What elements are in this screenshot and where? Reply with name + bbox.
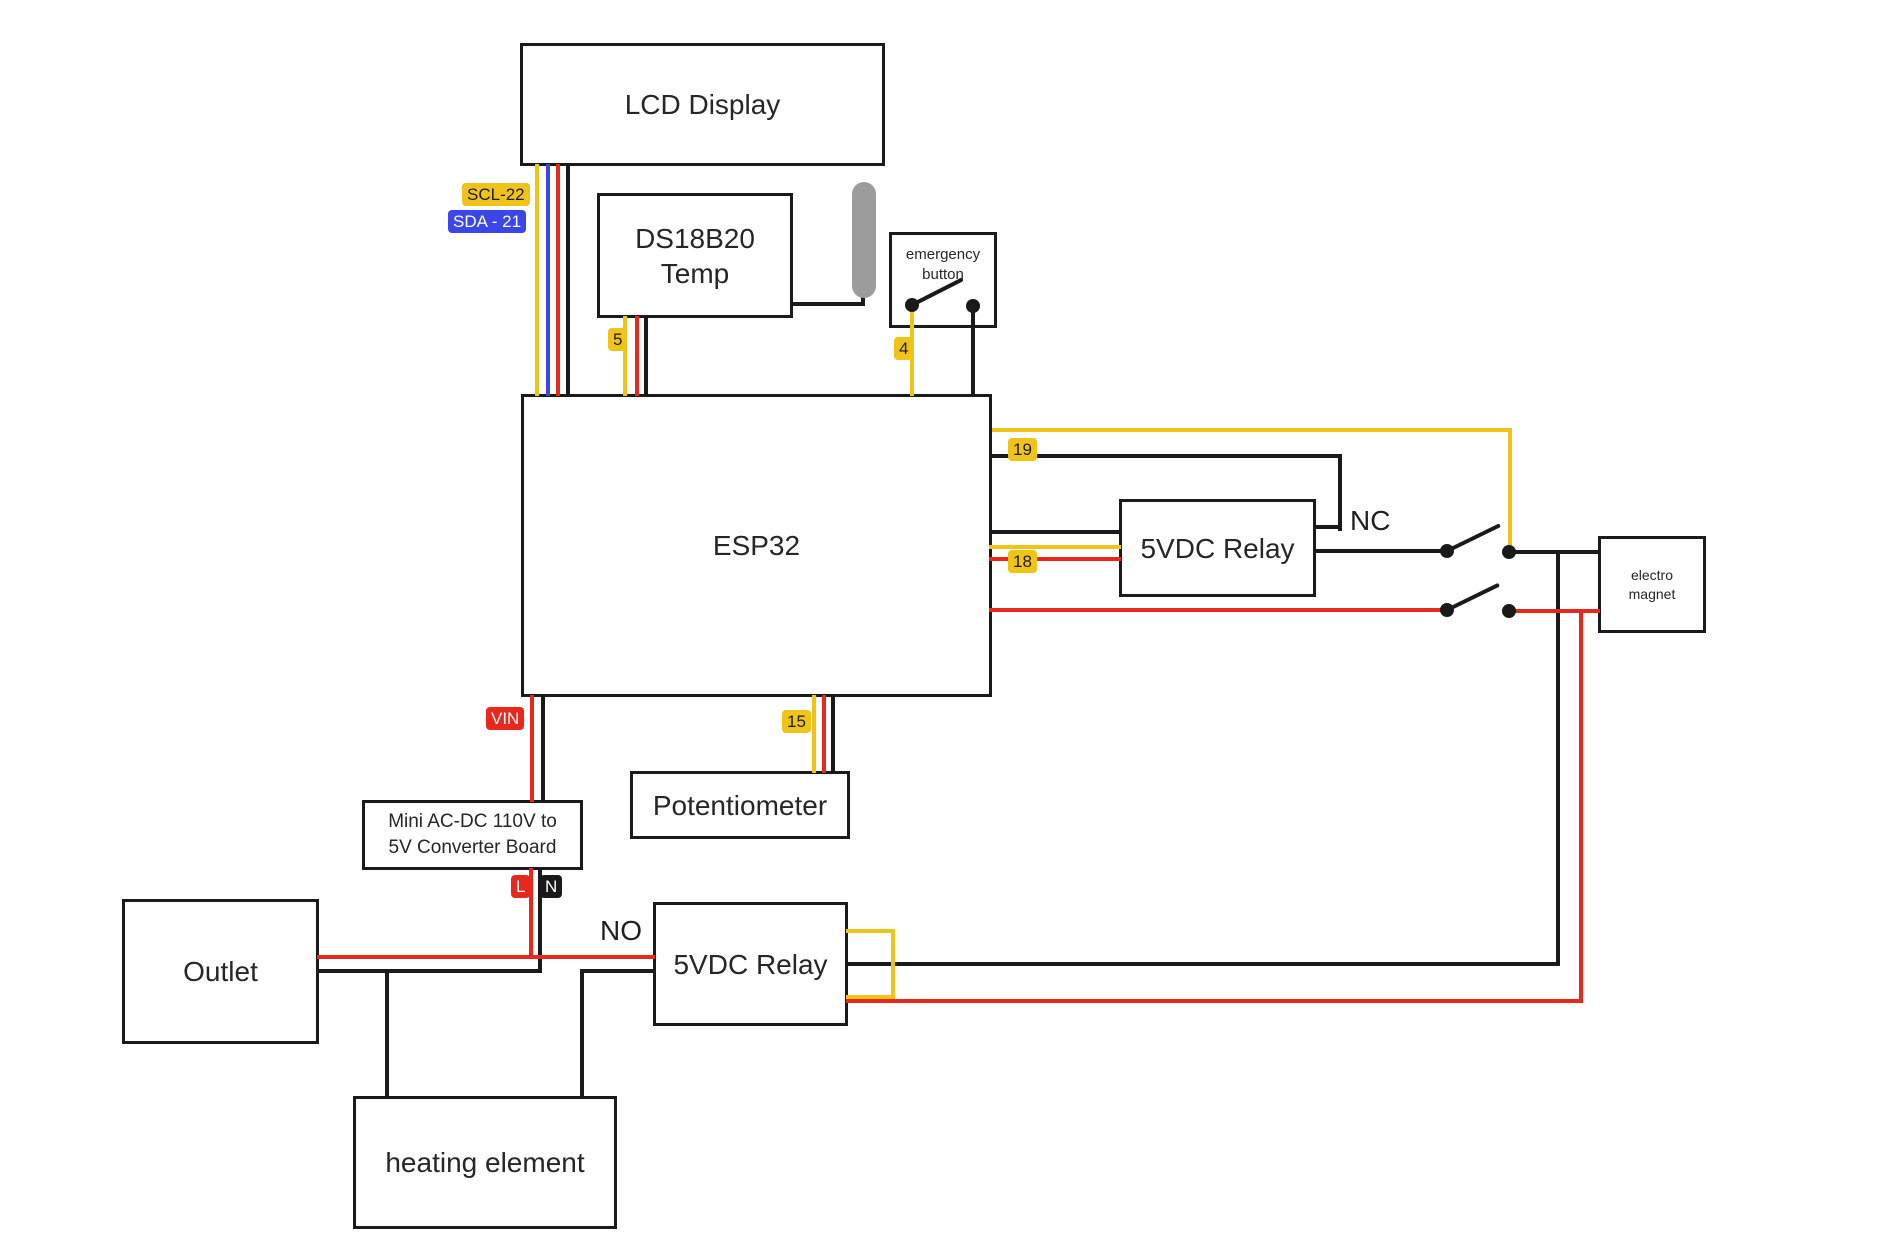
- outlet-box: Outlet: [122, 899, 319, 1044]
- wire-neutral-black-v: [538, 868, 542, 973]
- wire-relay1-vcc-red: [989, 557, 1121, 561]
- wire-lcd-vcc-red: [556, 164, 560, 396]
- wire-pot-vcc-red: [822, 695, 826, 773]
- ds18b20-temp-box: DS18B20 Temp: [597, 193, 793, 318]
- wire-esp-to-nc-switch-yellow-h: [992, 428, 1510, 432]
- lcd-display-label: LCD Display: [624, 89, 781, 120]
- nc-switch-blade: [1446, 523, 1501, 553]
- wire-magnet-return-red-v: [1579, 609, 1583, 1003]
- electromagnet-box: electro magnet: [1598, 536, 1706, 633]
- wire-lcd-sda-blue: [546, 164, 550, 396]
- wire-esp-to-nc-switch-yellow-v: [1508, 428, 1512, 554]
- pin-tag-15: 15: [782, 710, 811, 733]
- relay-bottom-box: 5VDC Relay: [653, 902, 848, 1026]
- emergency-label-line2: button: [922, 265, 964, 283]
- wire-relay2-jumper-yellow-v: [891, 929, 895, 999]
- wire-relay2-in-black-h: [580, 969, 655, 973]
- pin-tag-19: 19: [1008, 438, 1037, 461]
- emergency-switch-blade: [911, 277, 964, 307]
- wire-vin-gnd-black: [541, 695, 545, 802]
- lcd-display-box: LCD Display: [520, 43, 885, 166]
- heating-element-box: heating element: [353, 1096, 617, 1229]
- emergency-button-box: emergency button: [889, 232, 997, 328]
- heating-element-label: heating element: [385, 1147, 585, 1178]
- pin-tag-l: L: [511, 875, 531, 898]
- converter-label-line1: Mini AC-DC 110V to: [388, 811, 557, 833]
- pin-tag-scl-22: SCL-22: [462, 183, 530, 206]
- wire-switch-to-magnet-red: [1509, 609, 1600, 613]
- temp-probe-icon: [852, 182, 876, 298]
- wire-vin-red: [530, 695, 534, 802]
- wire-pot-gnd-black: [831, 695, 835, 773]
- wire-lcd-gnd-black: [566, 164, 570, 396]
- converter-box: Mini AC-DC 110V to 5V Converter Board: [362, 800, 583, 870]
- wire-pot-signal-yellow: [812, 695, 816, 773]
- wire-neutral-black-h: [317, 969, 542, 973]
- wire-lcd-scl-yellow: [535, 164, 539, 396]
- pin-tag-sda-21: SDA - 21: [448, 210, 527, 233]
- wire-esp-to-lower-switch-red: [989, 608, 1451, 612]
- wire-magnet-return-black-v: [1556, 550, 1560, 966]
- wire-relay1-nc-black: [1314, 549, 1449, 553]
- potentiometer-label: Potentiometer: [652, 789, 828, 821]
- wire-heater-right-black: [580, 969, 584, 1099]
- wire-line-red-h: [317, 955, 655, 959]
- electromagnet-label-line1: electro: [1630, 567, 1674, 584]
- emergency-label-line1: emergency: [905, 246, 981, 263]
- emergency-switch-contact-right: [966, 299, 980, 313]
- wire-relay1-signal-yellow: [989, 545, 1121, 549]
- pin-tag-vin: VIN: [486, 707, 525, 730]
- wire-line-red-v: [529, 868, 533, 959]
- wire-relay2-jumper-yellow-bottom: [846, 995, 895, 999]
- wire-temp-vcc-red: [635, 316, 639, 396]
- wire-relay2-out-black-h: [846, 962, 1558, 966]
- potentiometer-box: Potentiometer: [630, 771, 850, 839]
- wire-relay2-jumper-yellow-top: [846, 929, 895, 933]
- relay-bottom-label: 5VDC Relay: [673, 948, 828, 980]
- wire-switch-to-magnet-black: [1509, 550, 1600, 554]
- lower-switch-blade: [1446, 582, 1501, 612]
- wire-heater-left-black: [385, 969, 389, 1099]
- relay-top-box: 5VDC Relay: [1119, 499, 1316, 597]
- pin-tag-4: 4: [894, 337, 914, 360]
- esp32-label: ESP32: [712, 530, 801, 561]
- pin-tag-18: 18: [1008, 550, 1037, 573]
- wire-probe-h-black: [791, 302, 865, 306]
- lower-switch-contact-right: [1502, 604, 1516, 618]
- relay-top-label: 5VDC Relay: [1140, 532, 1295, 564]
- wire-probe-v-black: [861, 293, 865, 306]
- wire-gpio19-black-h1: [989, 454, 1342, 458]
- ds18b20-label-line1: DS18B20: [635, 222, 755, 254]
- no-label: NO: [600, 915, 642, 946]
- converter-label-line2: 5V Converter Board: [388, 837, 557, 858]
- wire-temp-gnd-black: [644, 316, 648, 396]
- wire-temp-data-yellow: [623, 316, 627, 396]
- ds18b20-label-line2: Temp: [660, 257, 730, 289]
- outlet-label: Outlet: [183, 956, 258, 987]
- nc-label: NC: [1350, 505, 1391, 536]
- pin-tag-n: N: [540, 875, 563, 898]
- wire-gpio19-black-h2: [1314, 525, 1340, 529]
- wire-button-gnd-black: [971, 306, 975, 396]
- wire-gpio19-black-v: [1338, 454, 1342, 531]
- wire-relay2-out-red-h: [846, 999, 1583, 1003]
- wire-relay1-gnd-black: [989, 530, 1121, 534]
- nc-switch-contact-right: [1502, 545, 1516, 559]
- pin-tag-5: 5: [608, 328, 628, 351]
- electromagnet-label-line2: magnet: [1628, 585, 1676, 602]
